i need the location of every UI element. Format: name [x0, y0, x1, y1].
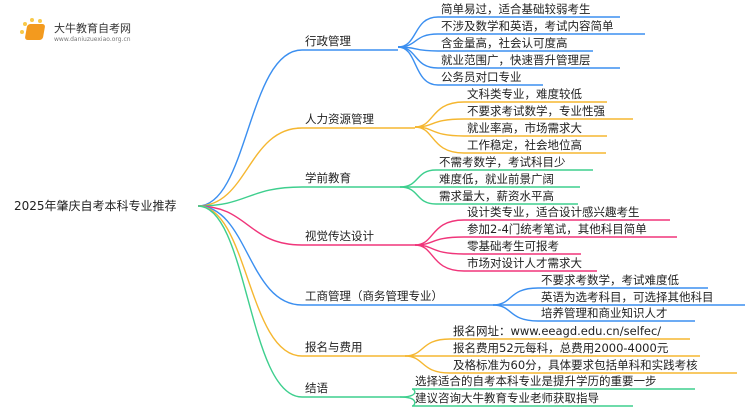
leaf-node[interactable]: 参加2-4门统考笔试，其他科目简单 — [467, 222, 647, 236]
branch-connector — [197, 186, 303, 207]
leaf-node[interactable]: 不需考数学，考试科目少 — [439, 155, 566, 169]
leaf-node[interactable]: 设计类专业，适合设计感兴趣考生 — [467, 205, 640, 219]
leaf-connector — [397, 46, 543, 86]
branch-node[interactable]: 报名与费用 — [305, 340, 363, 354]
leaf-node[interactable]: 不要求考数学，考试难度低 — [541, 273, 679, 287]
leaf-node[interactable]: 就业范围广，快速晋升管理层 — [441, 53, 591, 67]
leaf-node[interactable]: 零基础考生可报考 — [467, 239, 559, 253]
branch-node[interactable]: 学前教育 — [305, 171, 351, 185]
branch-connector — [197, 205, 303, 357]
leaf-node[interactable]: 简单易过，适合基础较弱考生 — [441, 2, 591, 16]
leaf-connector — [414, 244, 597, 272]
logo-url: www.daniuzuexiao.org.cn — [54, 36, 131, 43]
leaf-connector — [404, 355, 737, 374]
leaf-node[interactable]: 公务员对口专业 — [441, 70, 522, 84]
leaf-node[interactable]: 难度低，就业前景广阔 — [439, 172, 554, 186]
leaf-node[interactable]: 含金量高，社会认可度高 — [441, 36, 568, 50]
leaf-node[interactable]: 市场对设计人才需求大 — [467, 256, 582, 270]
logo-title: 大牛教育自考网 — [54, 22, 131, 35]
leaf-node[interactable]: 文科类专业，难度较低 — [467, 87, 582, 101]
leaf-node[interactable]: 就业率高，市场需求大 — [467, 121, 582, 135]
branch-connector — [197, 205, 303, 246]
leaf-node[interactable]: 培养管理和商业知识人才 — [541, 306, 668, 320]
branch-node[interactable]: 结语 — [305, 381, 328, 395]
book-icon — [24, 24, 46, 40]
leaf-connector — [399, 396, 633, 407]
leaf-node[interactable]: 报名费用52元每科，总费用2000-4000元 — [453, 341, 669, 355]
leaf-connector — [414, 126, 606, 154]
leaf-node[interactable]: 不要求考试数学，专业性强 — [467, 104, 605, 118]
leaf-node[interactable]: 需求量大，薪资水平高 — [439, 189, 554, 203]
leaf-connector — [492, 304, 695, 322]
leaf-node[interactable]: 及格标准为60分，具体要求包括单科和实践考核 — [453, 358, 698, 372]
branch-connector — [197, 205, 303, 398]
leaf-node[interactable]: 工作稳定，社会地位高 — [467, 138, 582, 152]
leaf-connector — [399, 186, 578, 205]
leaf-node[interactable]: 英语为选考科目，可选择其他科目 — [541, 290, 714, 304]
branch-node[interactable]: 行政管理 — [305, 34, 351, 48]
root-node[interactable]: 2025年肇庆自考本科专业推荐 — [14, 199, 177, 213]
leaf-node[interactable]: 建议咨询大牛教育专业老师获取指导 — [415, 391, 599, 405]
branch-connector — [197, 127, 303, 207]
leaf-node[interactable]: 不涉及数学和英语，考试内容简单 — [441, 19, 614, 33]
leaf-node[interactable]: 选择适合的自考本科专业是提升学历的重要一步 — [415, 374, 657, 388]
logo: 大牛教育自考网 www.daniuzuexiao.org.cn — [18, 18, 138, 48]
branch-connector — [197, 49, 303, 207]
branch-node[interactable]: 人力资源管理 — [305, 112, 374, 126]
leaf-node[interactable]: 报名网址：www.eeagd.edu.cn/selfec/ — [453, 324, 662, 338]
branch-connector — [197, 205, 303, 306]
branch-node[interactable]: 视觉传达设计 — [305, 229, 374, 243]
branch-node[interactable]: 工商管理（商务管理专业） — [305, 289, 443, 303]
